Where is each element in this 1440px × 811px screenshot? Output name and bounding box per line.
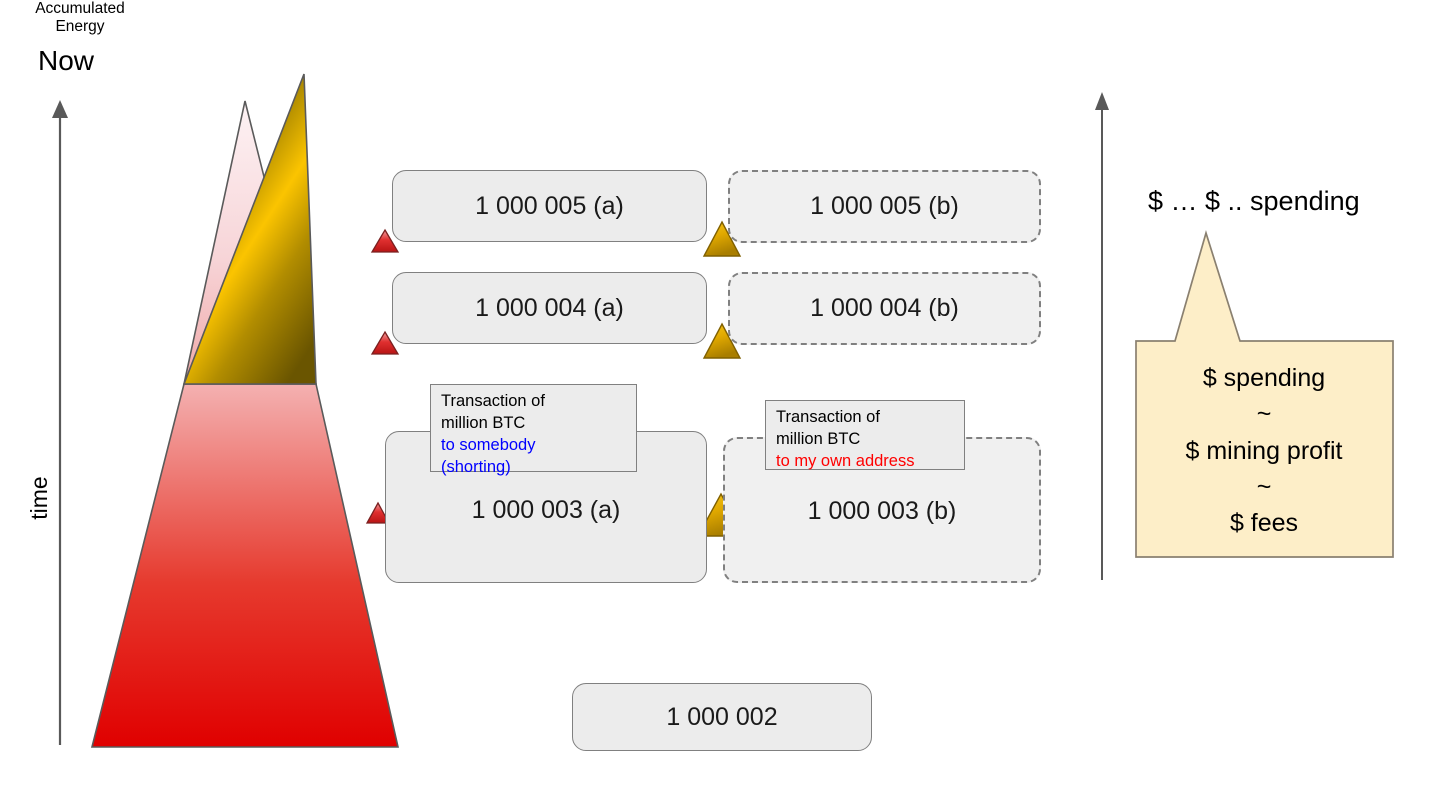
block-1000004-b[interactable]: 1 000 004 (b) (728, 272, 1041, 345)
block-label: 1 000 003 (b) (807, 497, 957, 525)
accumulated-energy-label: Accumulated Energy (0, 0, 160, 36)
accumulated-energy-label-line1: Accumulated (35, 0, 125, 17)
transaction-note-a-line1: Transaction of (441, 392, 545, 410)
block-1000005-a[interactable]: 1 000 005 (a) (392, 170, 707, 242)
transaction-note-a: Transaction of million BTC to somebody (… (430, 384, 637, 476)
block-label: 1 000 005 (b) (810, 192, 959, 220)
block-1000002[interactable]: 1 000 002 (572, 683, 872, 751)
accumulated-energy-pyramid (90, 73, 400, 748)
now-label: Now (38, 45, 95, 76)
accumulated-energy-label-line2: Energy (55, 18, 105, 35)
gold-energy-triangle (182, 73, 317, 385)
economics-line-fees: $ fees (1229, 509, 1299, 537)
time-axis (52, 100, 68, 745)
transaction-note-a-line2: million BTC (441, 413, 526, 432)
transaction-note-a-line3: to somebody (441, 435, 536, 454)
time-axis-label: time (25, 476, 52, 520)
pale-energy-triangle (183, 100, 318, 385)
block-label: 1 000 004 (a) (475, 293, 624, 322)
block-label: 1 000 005 (a) (475, 191, 624, 220)
economics-equation: $ spending ~ $ mining profit ~ $ fees (1135, 360, 1393, 541)
economics-line-spending: $ spending (1202, 364, 1326, 392)
block-label: 1 000 003 (a) (471, 496, 621, 524)
transaction-note-b: Transaction of million BTC to my own add… (765, 400, 965, 470)
economics-line-mining-profit: $ mining profit (1185, 436, 1343, 465)
block-1000005-b[interactable]: 1 000 005 (b) (728, 170, 1041, 243)
spending-heading: $ … $ .. spending (1148, 186, 1360, 216)
block-label: 1 000 004 (b) (810, 294, 959, 322)
money-axis (1095, 92, 1109, 580)
block-1000004-a[interactable]: 1 000 004 (a) (392, 272, 707, 344)
economics-separator-2: ~ (1256, 472, 1272, 501)
block-label: 1 000 002 (666, 702, 778, 731)
transaction-note-b-line1: Transaction of (776, 408, 880, 426)
transaction-note-b-line2: million BTC (776, 429, 861, 448)
transaction-note-b-line3: to my own address (776, 451, 915, 470)
economics-separator-1: ~ (1256, 400, 1272, 429)
transaction-note-a-line4: (shorting) (441, 457, 511, 476)
